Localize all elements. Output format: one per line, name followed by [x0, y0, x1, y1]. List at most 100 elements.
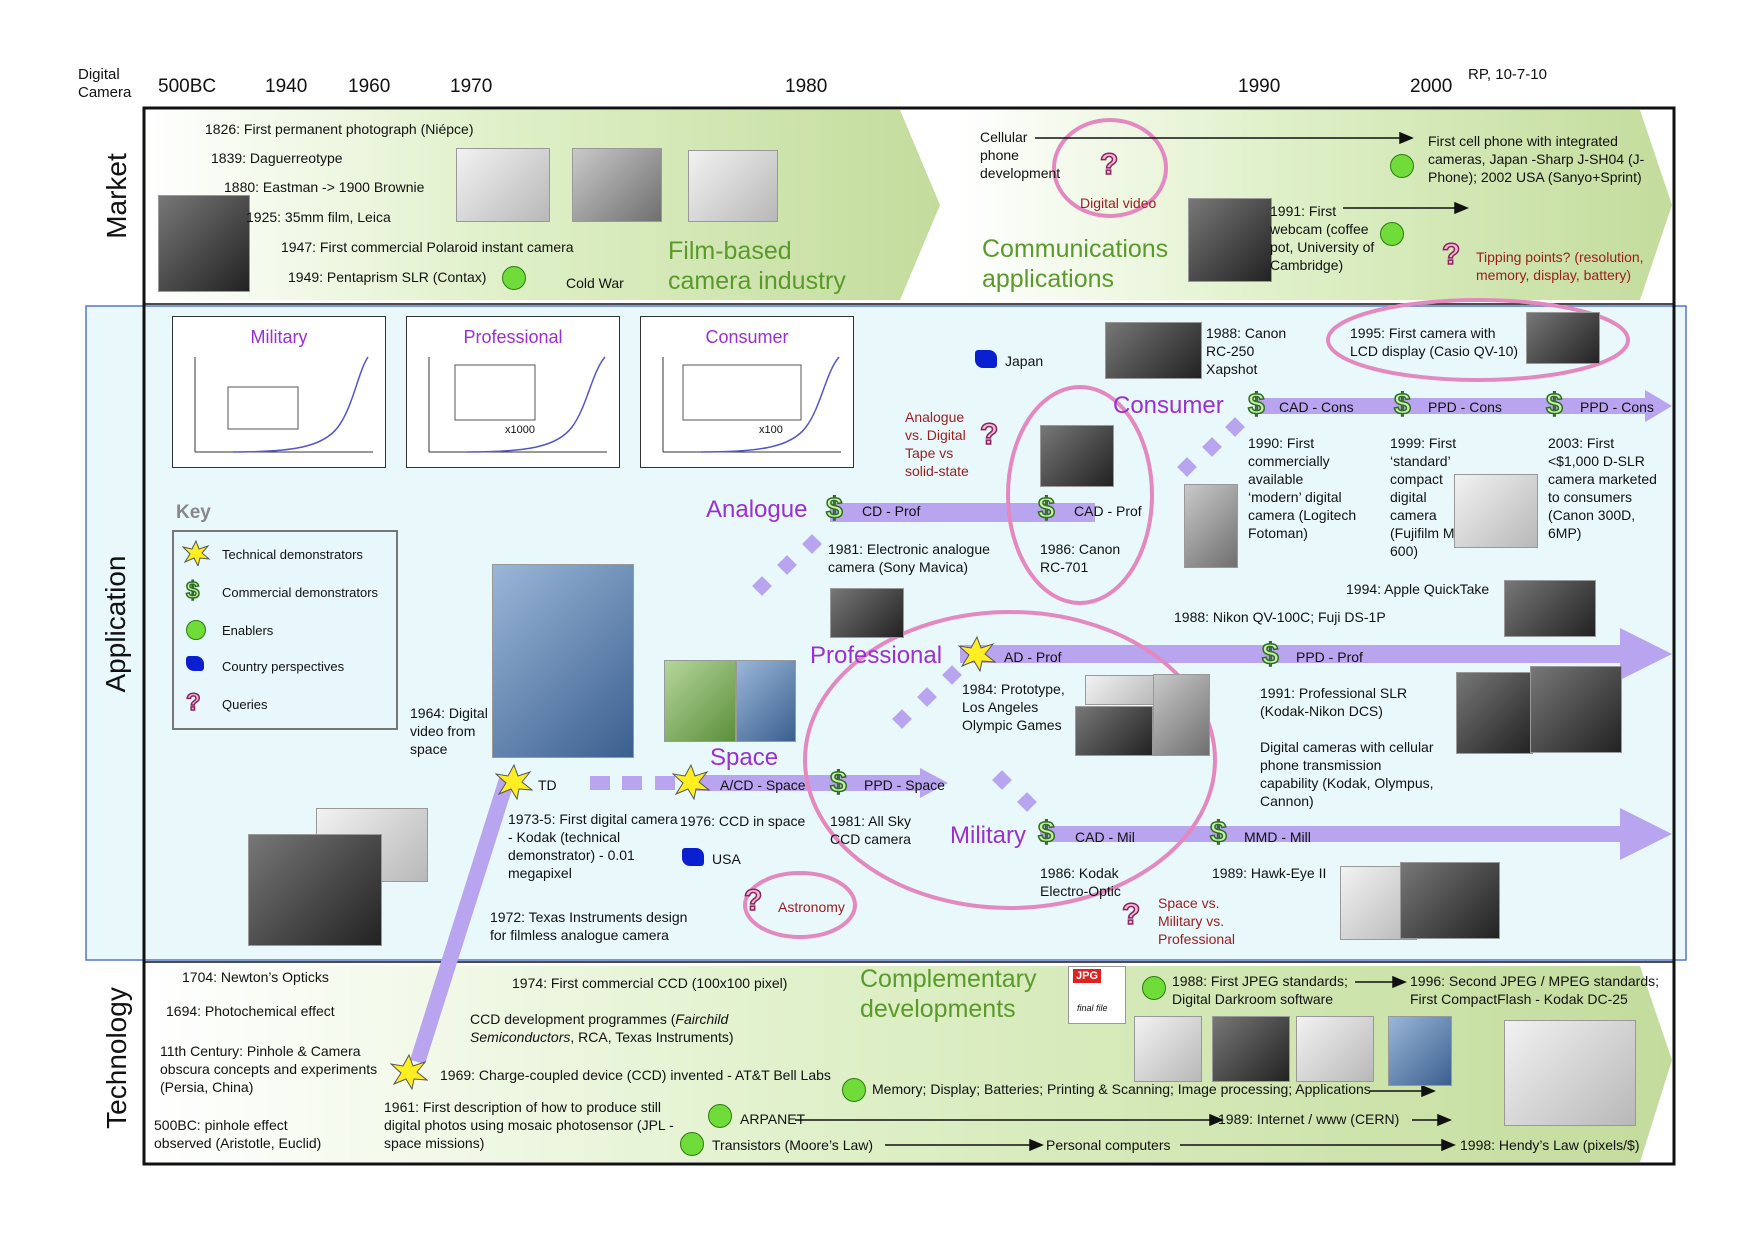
dollar-icon: $: [825, 492, 843, 525]
key-queries: Queries: [222, 697, 268, 712]
technology-band-label: Technology: [101, 987, 132, 1129]
technology-band-arrow: [146, 966, 1672, 1162]
query-icon: ?: [979, 418, 999, 451]
starburst-icon: [182, 540, 210, 566]
hawk-eye-label: 1989: Hawk-Eye II: [1212, 865, 1327, 881]
main-frame: [142, 106, 1676, 1166]
kodak-electro-optic-label: 1986: Kodak Electro-Optic: [1040, 865, 1121, 899]
professional-arrow: [960, 628, 1672, 680]
cold-war-label: Cold War: [566, 275, 624, 291]
japan-flag-icon: [975, 350, 997, 368]
display-photo: [1212, 1016, 1290, 1082]
logitech-fotoman-photo: [1184, 484, 1238, 568]
ppd-prof-label: PPD - Prof: [1296, 649, 1363, 665]
corner-label: Digital Camera: [78, 66, 132, 101]
starburst-icon: [495, 764, 533, 800]
chart-title: Military: [250, 327, 308, 347]
canon-rc250-photo: [1105, 322, 1202, 379]
jpeg-1996-label: 1996: Second JPEG / MPEG standards; Firs…: [1410, 973, 1660, 1007]
olympics-camera-photo: [1075, 706, 1153, 756]
ad-prof-label: AD - Prof: [1004, 649, 1062, 665]
ppd-cons-label: PPD - Cons: [1428, 399, 1502, 415]
chart-title: Professional: [463, 327, 563, 347]
jpg-badge: JPG: [1073, 969, 1102, 983]
internet-1989-label: 1989: Internet / www (CERN): [1218, 1111, 1400, 1127]
military-chart: Military: [172, 316, 386, 468]
old-camera-photo: [158, 195, 250, 292]
dollar-icon: $: [829, 766, 847, 799]
starburst-icon: [390, 1054, 428, 1090]
canon-rc250-label: 1988: Canon RC-250 Xapshot: [1206, 325, 1287, 377]
enabler-icon: [1142, 976, 1166, 1000]
cd-prof-label: CD - Prof: [862, 503, 921, 519]
author-stamp: RP, 10-7-10: [1468, 66, 1547, 83]
consumer-ring: [1006, 385, 1154, 605]
hawk-eye-unit-photo: [1400, 862, 1500, 939]
market-history-1880: 1880: Eastman -> 1900 Brownie: [224, 179, 425, 195]
canon-300d-label: 2003: First <$1,000 D-SLR camera markete…: [1548, 435, 1657, 541]
dollar-icon: $: [1545, 388, 1563, 421]
year-1980: 1980: [785, 76, 828, 97]
key-title: Key: [176, 502, 211, 523]
space-video-label: 1964: Digital video from space: [410, 705, 488, 757]
chart-title: Consumer: [705, 327, 789, 347]
kodak-case-photo: [1530, 666, 1622, 753]
query-icon: ?: [743, 884, 763, 917]
battery-photo: [1296, 1016, 1374, 1082]
polaroid-camera-photo: [572, 148, 662, 222]
canon-rc701-label: 1986: Canon RC-701: [1040, 541, 1121, 575]
query-icon: ?: [1099, 148, 1119, 181]
starburst-icon: [672, 764, 710, 800]
memory-display-label: Memory; Display; Batteries; Printing & S…: [872, 1081, 1371, 1097]
market-history-1949: 1949: Pentaprism SLR (Contax): [288, 269, 487, 285]
enabler-icon: [680, 1132, 704, 1156]
pinhole-11th-century-label: 11th Century: Pinhole & Camera obscura c…: [160, 1043, 378, 1095]
texas-instruments-label: 1972: Texas Instruments design for filml…: [490, 909, 688, 943]
key-enablers: Enablers: [222, 623, 274, 638]
digital-video-ring: [1052, 118, 1168, 218]
application-band-label: Application: [100, 555, 131, 693]
fujifilm-photo: [1454, 474, 1538, 548]
hendy-law-label: 1998: Hendy’s Law (pixels/$): [1460, 1137, 1640, 1153]
fujifilm-label: 1999: First ‘standard’ compact digital c…: [1390, 435, 1469, 559]
kodak-first-camera-label: 1973-5: First digital camera - Kodak (te…: [508, 811, 678, 881]
space-military-query: Space vs. Military vs. Professional: [1158, 895, 1236, 947]
consumer-chart: Consumer x100: [640, 316, 854, 468]
casio-ring: [1326, 298, 1630, 382]
transistors-label: Transistors (Moore’s Law): [712, 1137, 874, 1153]
japan-label: Japan: [1005, 353, 1044, 369]
cad-cons-label: CAD - Cons: [1279, 399, 1354, 415]
hendy-law-chart: [1504, 1020, 1636, 1126]
dollar-icon: $: [1037, 816, 1055, 849]
arpanet-label: ARPANET: [740, 1111, 806, 1127]
td-diagonal-arrow: [410, 775, 515, 1064]
year-500bc: 500BC: [158, 76, 217, 97]
consumer-lane-label: Consumer: [1113, 392, 1224, 419]
ccd-programmes-label: CCD development programmes (Fairchild Se…: [470, 1011, 734, 1045]
astronomy-ring: [743, 871, 857, 939]
analogue-arrow: [830, 503, 1095, 522]
country-flag-icon: [186, 656, 204, 671]
communications-label: Communications applications: [982, 235, 1169, 293]
legend-key: Key Technical demonstrators $ Commercial…: [172, 503, 398, 730]
enabler-icon: [502, 266, 526, 290]
space-military-ring: [803, 610, 1217, 910]
leica-camera-photo: [456, 148, 550, 222]
year-1960: 1960: [348, 76, 391, 97]
chart-scale-note: x1000: [505, 424, 535, 436]
jpl-1961-label: 1961: First description of how to produc…: [384, 1099, 674, 1151]
enabler-icon: [186, 620, 206, 640]
ccd-1974-label: 1974: First commercial CCD (100x100 pixe…: [512, 975, 788, 991]
complementary-developments-label: Complementary developments: [860, 965, 1037, 1023]
tipping-points-query: Tipping points? (resolution, memory, dis…: [1476, 249, 1644, 283]
key-commercial: Commercial demonstrators: [222, 585, 379, 600]
analogue-lane-label: Analogue: [706, 496, 808, 523]
webcam-label: 1991: First webcam (coffee pot, Universi…: [1270, 203, 1375, 273]
casio-qv10-label: 1995: First camera with LCD display (Cas…: [1350, 325, 1519, 359]
dollar-icon: $: [1037, 492, 1055, 525]
cad-mil-label: CAD - Mil: [1075, 829, 1135, 845]
ccd-1969-label: 1969: Charge-coupled device (CCD) invent…: [440, 1067, 831, 1083]
space-image-photo: [736, 660, 796, 742]
kodak-dcs-label: 1991: Professional SLR (Kodak-Nikon DCS): [1260, 685, 1408, 719]
sd-card-photo: [1388, 1016, 1452, 1086]
